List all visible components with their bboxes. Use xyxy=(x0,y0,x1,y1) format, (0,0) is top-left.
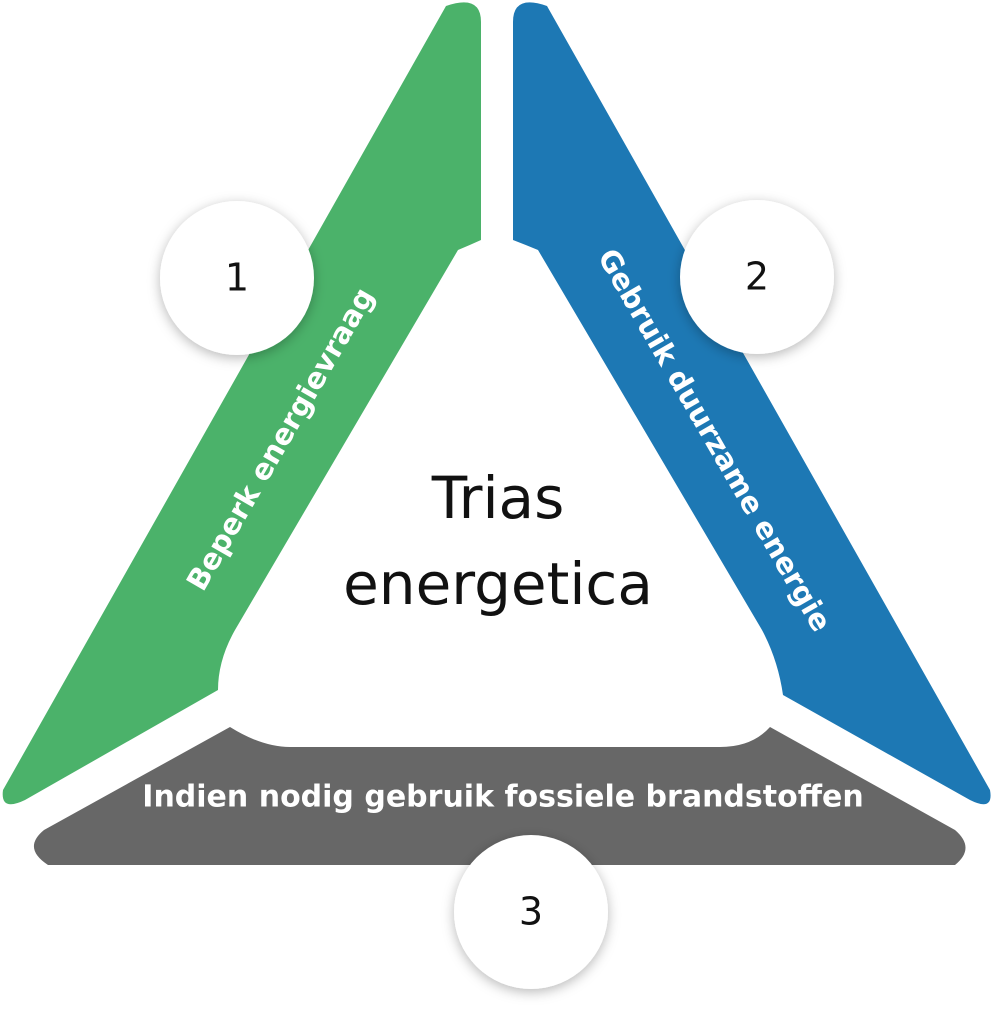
step-2-badge-circle xyxy=(680,200,834,354)
center-title-line-2: energetica xyxy=(343,550,653,618)
step-3-number: 3 xyxy=(519,890,543,934)
step-3-label: Indien nodig gebruik fossiele brandstoff… xyxy=(142,780,863,815)
step-2-number: 2 xyxy=(745,255,769,299)
step-2-badge: 2 xyxy=(680,200,834,354)
step-3-band xyxy=(33,727,966,865)
step-1-badge-circle xyxy=(160,201,314,355)
step-3-badge: 3 xyxy=(454,835,608,989)
step-1-number: 1 xyxy=(225,256,249,300)
center-title-line-1: Trias xyxy=(431,464,565,532)
step-2-band xyxy=(513,2,991,805)
step-1-band xyxy=(2,2,482,805)
step-3-badge-circle xyxy=(454,835,608,989)
step-1-badge: 1 xyxy=(160,201,314,355)
